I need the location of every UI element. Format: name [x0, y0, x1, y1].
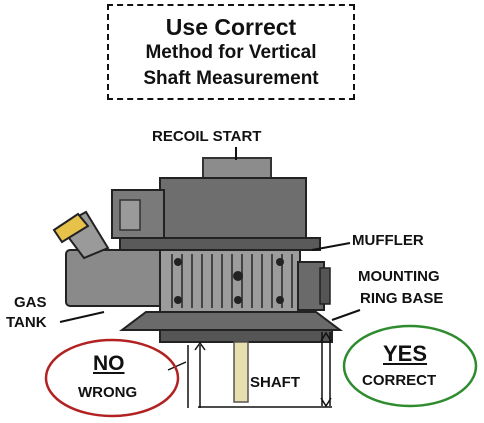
title-box: Use Correct Method for Vertical Shaft Me… — [107, 4, 355, 100]
recoil-start-cap — [202, 157, 272, 181]
gas-tank-leader — [59, 311, 105, 323]
gas-tank — [65, 249, 167, 307]
muffler-leader — [311, 242, 351, 251]
mounting-leader — [331, 309, 361, 321]
shaft — [233, 341, 249, 403]
engine-ledge — [119, 237, 321, 251]
title-line-2: Method for Vertical — [145, 42, 317, 63]
mounting-label-line-1: MOUNTING — [358, 268, 440, 285]
engine-upper-housing — [159, 177, 307, 241]
yes-callout-word: YES — [383, 341, 428, 366]
mounting-label-line-2: RING BASE — [360, 290, 444, 307]
engine-housing-notch — [119, 199, 141, 231]
correct-arrowhead-bottom — [320, 397, 332, 408]
gas-cap — [52, 212, 90, 244]
muffler-outlet — [319, 267, 331, 305]
block-bolts — [174, 258, 284, 304]
title-line-1: Use Correct — [165, 14, 297, 40]
yes-correct-ellipse — [342, 324, 478, 408]
mounting-ring-base — [119, 311, 343, 331]
wrong-arrowhead — [194, 341, 206, 351]
correct-callout-text: CORRECT — [362, 372, 437, 389]
shaft-label: SHAFT — [250, 374, 300, 391]
recoil-start-label: RECOIL START — [152, 128, 262, 145]
gas-tank-label-line-1: GAS — [14, 294, 47, 311]
no-wrong-ellipse — [44, 338, 180, 418]
muffler-label: MUFFLER — [352, 232, 424, 249]
cooling-fins — [171, 254, 293, 308]
gas-tank-label-line-2: TANK — [6, 314, 47, 331]
correct-arrowhead-top — [320, 331, 332, 342]
title-line-3: Shaft Measurement — [143, 68, 319, 89]
wrong-leader — [167, 361, 187, 371]
no-callout-word: NO — [93, 352, 125, 375]
mounting-flange — [159, 329, 333, 343]
wrong-callout-text: WRONG — [78, 384, 138, 401]
